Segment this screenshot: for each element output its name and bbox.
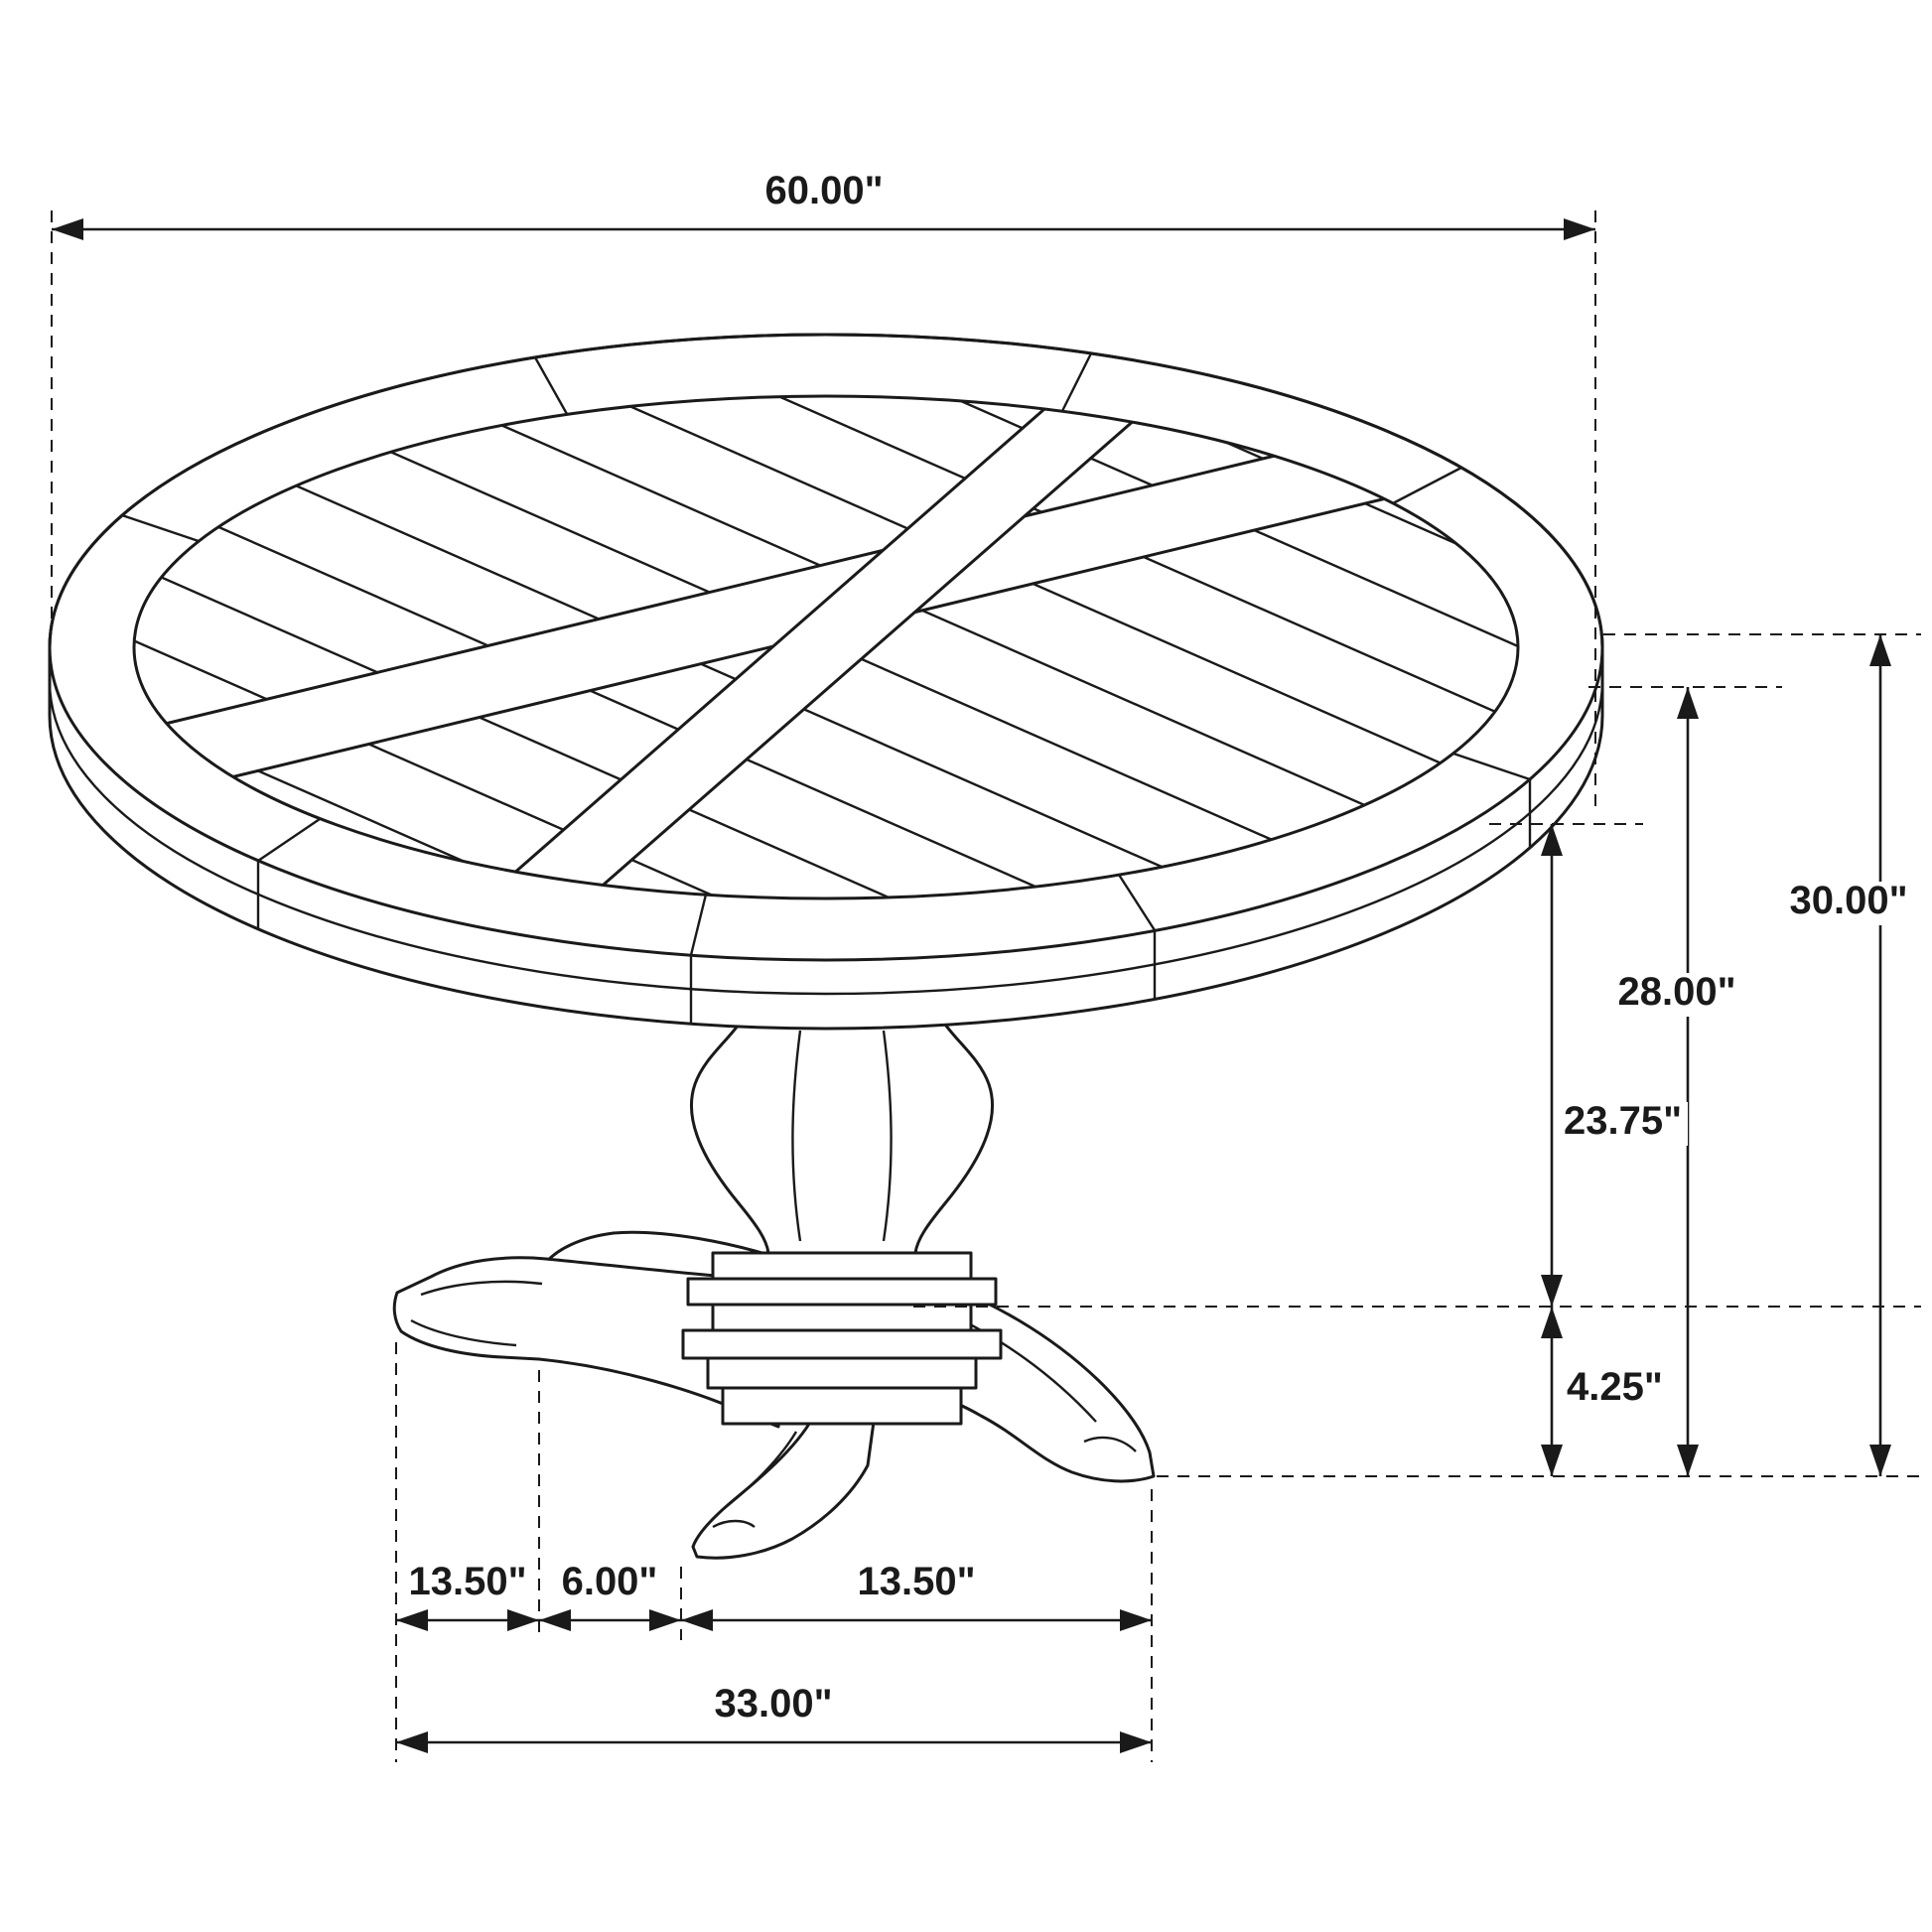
parquet-pattern bbox=[134, 396, 1518, 898]
rim-segment-joints bbox=[121, 352, 1531, 956]
dim-label-underside-height: 28.00" bbox=[1617, 970, 1735, 1014]
dim-label-overall-height: 30.00" bbox=[1789, 879, 1907, 922]
pedestal-collars bbox=[681, 1251, 1003, 1426]
front-leg bbox=[691, 1410, 876, 1560]
edge-segment-joints bbox=[256, 779, 1532, 1024]
pedestal-column bbox=[681, 996, 1003, 1426]
dim-label-base-height: 4.25" bbox=[1567, 1365, 1663, 1409]
dim-label-pedestal-height: 23.75" bbox=[1564, 1099, 1682, 1143]
pedestal-plinth bbox=[721, 1386, 963, 1426]
dim-label-base-total: 33.00" bbox=[714, 1682, 832, 1725]
tabletop bbox=[48, 333, 1604, 1031]
pedestal-vase bbox=[689, 996, 995, 1255]
dimension-labels: 60.00" 30.00" 28.00" 23.75" 4.25" 13.50"… bbox=[408, 169, 1923, 1725]
dimension-lines bbox=[51, 210, 1921, 1762]
dim-label-base-left: 13.50" bbox=[408, 1560, 526, 1603]
pedestal-base-legs bbox=[392, 1230, 1156, 1560]
dim-label-base-center: 6.00" bbox=[562, 1560, 658, 1603]
tabletop-inner-edge bbox=[132, 394, 1520, 900]
tabletop-outer-edge bbox=[48, 333, 1604, 962]
dim-label-base-right: 13.50" bbox=[857, 1560, 975, 1603]
tabletop-edge-bevel bbox=[48, 680, 1604, 996]
dim-label-top-width: 60.00" bbox=[764, 169, 883, 212]
left-leg bbox=[392, 1256, 783, 1429]
